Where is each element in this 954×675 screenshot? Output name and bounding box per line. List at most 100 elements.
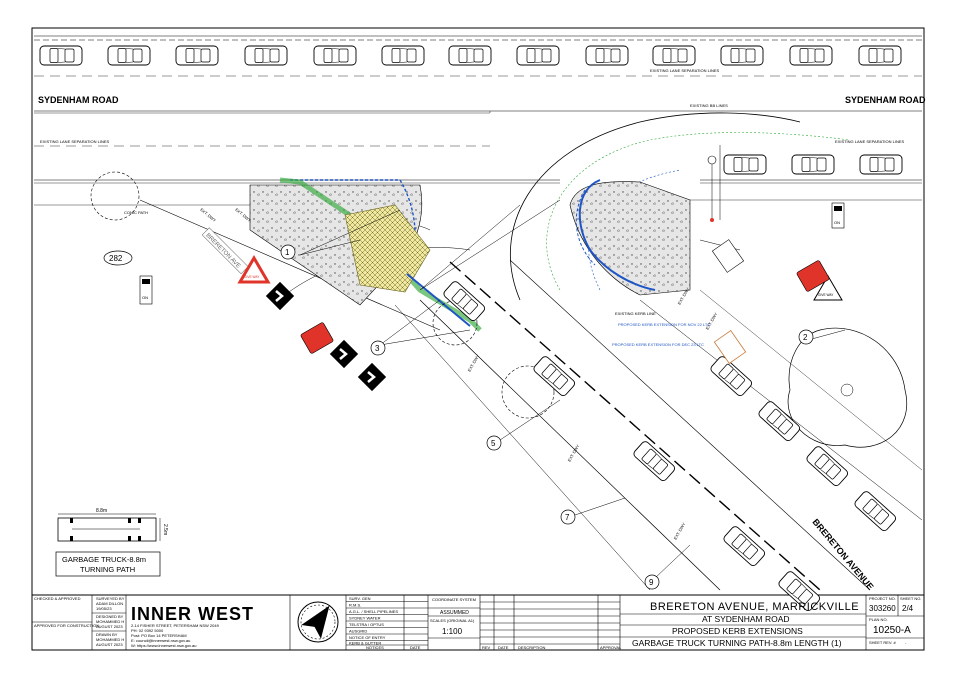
- council-address-4: E: council@innerwest.nsw.gov.au: [131, 638, 190, 643]
- tb-project-no: 303260: [869, 604, 896, 613]
- tb-approval-header: APPROVAL: [600, 645, 622, 650]
- service-ausgrid: AUSGRID: [349, 629, 367, 634]
- tb-approved-for-construction: APPROVED FOR CONSTRUCTION: [34, 623, 99, 628]
- light-pole: [707, 155, 717, 222]
- callout-7: 7: [560, 509, 576, 525]
- council-address-2: PH: 02 9392 5000: [131, 628, 164, 633]
- drawing-title-line1: BRERETON AVENUE, MARRICKVILLE: [650, 601, 859, 613]
- council-logo: INNER WEST: [131, 604, 254, 624]
- service-agl: A.G.L. / SHELL PIPELINES: [349, 609, 398, 614]
- service-sydney-water: SYDNEY WATER: [349, 616, 381, 621]
- ext-dwy-label-7: EXT. DWY: [234, 207, 252, 223]
- existing-lane-separation-label-top: EXISTING LANE SEPARATION LINES: [650, 68, 720, 73]
- tb-coordinate-system-label: COORDINATE SYSTEM: [432, 597, 476, 602]
- parked-cars-right: [723, 154, 903, 175]
- svg-text:1: 1: [285, 248, 290, 257]
- tb-designed-date: AUGUST 2023: [96, 624, 123, 629]
- tb-description-header: DESCRIPTION: [518, 645, 545, 650]
- give-way-sign-left: GIVE WAY: [237, 255, 271, 284]
- tb-plan-no: 10250-A: [873, 625, 911, 636]
- red-sign-right: [796, 260, 830, 292]
- service-kerb-gutter: KERB & GUTTER: [349, 641, 381, 646]
- existing-lane-separation-label: EXISTING LANE SEPARATION LINES: [40, 139, 110, 144]
- legend-width: 2.5m: [162, 524, 168, 535]
- tb-date-header: DATE: [498, 645, 509, 650]
- road-label-brereton-avenue: BRERETON AVENUE: [810, 517, 875, 592]
- left-kerb-extension: [249, 177, 482, 332]
- give-way-sign-right: GIVE WAY: [813, 275, 843, 301]
- tb-drawn-name: MOHAMMED H: [96, 637, 124, 642]
- tb-sheet-rev: -: [905, 640, 907, 645]
- svg-text:GIVE WAY: GIVE WAY: [818, 293, 834, 297]
- svg-text:5: 5: [491, 439, 496, 448]
- parking-sign-left: ON: [139, 275, 153, 305]
- road-label-sydenham-right: SYDENHAM ROAD: [845, 95, 926, 105]
- tb-sheet-no: 2/4: [902, 604, 914, 613]
- drawing-title-line3: PROPOSED KERB EXTENSIONS: [672, 626, 803, 636]
- title-block: CHECKED & APPROVED APPROVED FOR CONSTRUC…: [32, 595, 924, 650]
- tb-drawn-date: AUGUST 2023: [96, 642, 123, 647]
- callout-5: 5: [486, 435, 502, 451]
- tb-surveyed-date: 19/05/23: [96, 606, 112, 611]
- house-number-282: 282: [103, 250, 133, 266]
- right-kerb-extension: [569, 179, 691, 296]
- svg-text:GIVE WAY: GIVE WAY: [244, 275, 260, 279]
- tb-sheet-no-label: SHEET NO.: [900, 596, 922, 601]
- service-notice-entry: NOTICE OF ENTRY: [349, 635, 386, 640]
- proposed-kerb-nov22-label: PROPOSED KERB EXTENSION FOR NOV 22 LTC: [618, 322, 710, 327]
- svg-text:BRERETON AVE: BRERETON AVE: [204, 233, 241, 270]
- service-surv-gen: SURV. GEN: [349, 596, 371, 601]
- callout-markers: 1 2 3 5 7 9: [280, 244, 814, 590]
- brereton-ave-street-sign: BRERETON AVE: [201, 227, 249, 275]
- ext-dwy-label-6: EXT. DWY: [199, 207, 217, 223]
- tb-sheet-rev-label: SHEET REV. #: [869, 640, 896, 645]
- legend-label-line2: TURNING PATH: [80, 565, 135, 574]
- parking-sign-right: ON: [831, 202, 845, 229]
- drawing-title-line4: GARBAGE TRUCK TURNING PATH-8.8m LENGTH (…: [632, 638, 842, 648]
- proposed-kerb-dec23-label: PROPOSED KERB EXTENSION FOR DEC 23 LTC: [612, 342, 704, 347]
- service-rms: R.M.S.: [349, 603, 361, 608]
- svg-text:7: 7: [565, 513, 570, 522]
- ext-dwy-label-5: EXT. DWY: [673, 521, 687, 540]
- tb-surveyed-name: ADAM DILLON: [96, 601, 123, 606]
- legend-label-line1: GARBAGE TRUCK-8.8m: [62, 555, 146, 564]
- council-address-5: W: https://www.innerwest.nsw.gov.au: [131, 643, 196, 648]
- tb-project-no-label: PROJECT NO.: [869, 596, 896, 601]
- svg-text:9: 9: [649, 578, 654, 587]
- council-address-3: Post: PO Box 14 PETERSHAM: [131, 633, 187, 638]
- tb-designed-by: DESIGNED BY: [96, 614, 124, 619]
- svg-text:2: 2: [803, 333, 808, 342]
- bus-zone-sign: [711, 239, 747, 364]
- callout-3: 3: [370, 340, 386, 356]
- tb-notices-label: NOTICES: [366, 645, 384, 650]
- legend-dimension: 8.8m: [96, 508, 107, 514]
- conic-path-label: CONIC PATH: [124, 210, 148, 215]
- tb-designed-name: MOHAMMED H: [96, 619, 124, 624]
- svg-text:ON: ON: [142, 295, 148, 300]
- callout-1: 1: [280, 244, 296, 260]
- tb-checked-approved: CHECKED & APPROVED: [34, 596, 81, 601]
- svg-text:3: 3: [375, 344, 380, 353]
- red-sign-left: [300, 322, 334, 354]
- callout-9: 9: [644, 574, 660, 590]
- ext-dwy-label-4: EXT. DWY: [705, 311, 719, 330]
- council-address-1: 2-14 FISHER STREET, PETERSHAM NSW 2049: [131, 623, 220, 628]
- leader-lines: [299, 145, 846, 579]
- svg-text:ON: ON: [834, 220, 840, 225]
- existing-bb-lines-label: EXISTING BB LINES: [690, 103, 728, 108]
- ext-dwy-label-1: EXT. DWY: [467, 353, 481, 372]
- tb-scale-value: 1:100: [442, 627, 463, 636]
- tb-coordinate-system-value: ASSUMMED: [440, 610, 469, 616]
- brereton-avenue-road: [139, 199, 923, 591]
- legend-garbage-truck: 8.8m 2.5m GARBAGE TRUCK-8.8m TURNING PAT…: [55, 508, 168, 577]
- road-label-sydenham-left: SYDENHAM ROAD: [38, 95, 119, 105]
- tb-date-label: DATE: [410, 645, 421, 650]
- sydenham-road-top: [34, 35, 922, 206]
- tb-scales-label: SCALES (ORIGINAL A1): [430, 618, 475, 623]
- tb-plan-no-label: PLAN NO.: [869, 617, 888, 622]
- tree-canopies: [90, 171, 907, 448]
- parked-cars-top-row: [39, 45, 902, 66]
- north-arrow-icon: [297, 601, 339, 643]
- tb-rev-header: REV: [482, 645, 491, 650]
